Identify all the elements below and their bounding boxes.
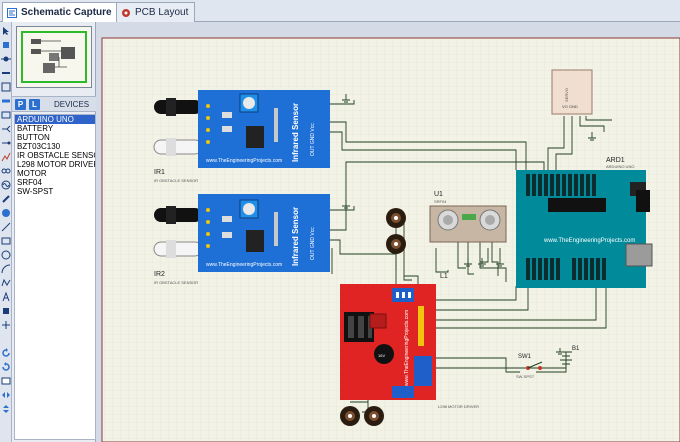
list-item[interactable]: BATTERY: [17, 124, 54, 133]
tab-label: Schematic Capture: [21, 7, 112, 18]
svg-text:SERVO: SERVO: [564, 88, 569, 102]
list-item[interactable]: MOTOR: [17, 169, 47, 178]
u1-sub: SRF04: [434, 199, 447, 204]
svg-text:www.TheEngineeringProjects.com: www.TheEngineeringProjects.com: [404, 310, 410, 386]
devices-list[interactable]: ARDUINO UNO BATTERY BUTTON BZT03C130 IR …: [14, 114, 96, 440]
ultrasonic-sensor-u1[interactable]: U1 SRF04: [429, 191, 507, 243]
switch-sw1[interactable]: SW1 SW-SPST: [516, 354, 543, 379]
component-icon[interactable]: [1, 40, 11, 50]
ir-obstacle-sensor-ir1[interactable]: Infrared Sensor OUT GND Vcc www.TheEngin…: [153, 90, 330, 183]
graph-icon[interactable]: [1, 152, 11, 162]
ir2-sub: IR OBSTACLE SENSOR: [154, 280, 198, 285]
motor-bottom-2[interactable]: [364, 406, 384, 426]
list-item[interactable]: ARDUINO UNO: [15, 115, 95, 124]
list-item[interactable]: L298 MOTOR DRIVER: [17, 160, 95, 169]
wire-label-icon[interactable]: [1, 68, 11, 78]
schematic-canvas[interactable]: Infrared Sensor OUT GND Vcc www.TheEngin…: [96, 22, 680, 442]
battery-b1[interactable]: B1: [560, 346, 580, 365]
devices-header: P L DEVICES: [12, 96, 96, 112]
devices-title: DEVICES: [54, 99, 90, 109]
box-draw-icon[interactable]: [1, 236, 11, 246]
angle-icon[interactable]: [1, 376, 11, 386]
ir-obstacle-sensor-ir2[interactable]: Infrared Sensor OUT GND Vcc www.TheEngin…: [153, 194, 330, 285]
motor-bottom-1[interactable]: [340, 406, 360, 426]
mirror-x-icon[interactable]: [1, 390, 11, 400]
sw1-sub: SW-SPST: [516, 374, 535, 379]
overview-viewport-frame[interactable]: [21, 31, 87, 83]
list-item[interactable]: BUTTON: [17, 133, 50, 142]
ard-sub: ARDUINO UNO: [606, 164, 634, 169]
probe-icon[interactable]: [1, 194, 11, 204]
motor-top-2[interactable]: [386, 234, 406, 254]
overview-thumbnail: [31, 39, 75, 73]
symbol-icon[interactable]: [1, 306, 11, 316]
list-item[interactable]: BZT03C130: [17, 142, 61, 151]
generator-icon[interactable]: [1, 180, 11, 190]
tab-schematic-capture[interactable]: Schematic Capture ×: [2, 2, 135, 22]
schematic-icon: [7, 7, 17, 18]
tab-pcb-layout[interactable]: PCB Layout: [116, 2, 196, 22]
ir2-site-text: www.TheEngineeringProjects.com: [206, 262, 282, 268]
list-item[interactable]: SRF04: [17, 178, 42, 187]
l1-ref: L1: [440, 273, 448, 280]
rotate-ccw-icon[interactable]: [1, 362, 11, 372]
ground-symbols: [342, 94, 596, 355]
ir2-board-text: Infrared Sensor: [291, 207, 300, 266]
svg-text:16V: 16V: [378, 353, 385, 358]
l1-sub: L298 MOTOR DRIVER: [438, 404, 479, 409]
circle-draw-icon[interactable]: [1, 250, 11, 260]
text-tool-icon[interactable]: [1, 292, 11, 302]
junction-icon[interactable]: [1, 54, 11, 64]
ard-site-text: www.TheEngineeringProjects.com: [543, 238, 635, 244]
ir1-board-text: Infrared Sensor: [291, 103, 300, 162]
svg-text:OUT GND Vcc: OUT GND Vcc: [310, 123, 316, 156]
pin-icon[interactable]: [1, 138, 11, 148]
ir1-site-text: www.TheEngineeringProjects.com: [206, 158, 282, 164]
sw1-ref: SW1: [518, 354, 532, 360]
bus-icon[interactable]: [1, 96, 11, 106]
arc-draw-icon[interactable]: [1, 264, 11, 274]
l298-motor-driver-l1[interactable]: 16V www.TheEngineeringProjects.com L1 L2…: [340, 273, 479, 409]
select-arrow-icon[interactable]: [1, 26, 11, 36]
ir1-ref: IR1: [154, 169, 165, 176]
tool-strip: [0, 22, 12, 442]
object-selector-panel: P L DEVICES ARDUINO UNO BATTERY BUTTON B…: [12, 22, 96, 442]
list-item[interactable]: IR OBSTACLE SENSOR: [17, 151, 95, 160]
u1-ref: U1: [434, 191, 443, 198]
list-item[interactable]: SW-SPST: [17, 187, 54, 196]
ir2-ref: IR2: [154, 271, 165, 278]
text-script-icon[interactable]: [1, 82, 11, 92]
terminal-icon[interactable]: [1, 124, 11, 134]
path-draw-icon[interactable]: [1, 278, 11, 288]
pcb-icon: [122, 8, 130, 17]
arduino-uno-ard1[interactable]: www.TheEngineeringProjects.com ARD1 ARDU…: [516, 157, 653, 288]
svg-text:OUT GND Vcc: OUT GND Vcc: [310, 227, 316, 260]
pick-devices-button[interactable]: P: [15, 98, 26, 110]
tab-label: PCB Layout: [135, 7, 189, 18]
instrument-icon[interactable]: [1, 208, 11, 218]
ard-ref: ARD1: [606, 157, 625, 164]
b1-ref: B1: [572, 346, 580, 352]
mirror-y-icon[interactable]: [1, 404, 11, 414]
ir1-sub: IR OBSTACLE SENSOR: [154, 178, 198, 183]
schematic-sheet[interactable]: Infrared Sensor OUT GND Vcc www.TheEngin…: [96, 22, 680, 442]
tape-icon[interactable]: [1, 166, 11, 176]
line-draw-icon[interactable]: [1, 222, 11, 232]
zener-bzt03c130[interactable]: SERVO VO GND: [551, 69, 593, 115]
svg-text:VO GND: VO GND: [562, 104, 578, 109]
document-tab-bar: Schematic Capture × PCB Layout: [0, 0, 680, 22]
marker-icon[interactable]: [1, 320, 11, 330]
overview-window[interactable]: [16, 26, 92, 88]
motor-top-1[interactable]: [386, 208, 406, 228]
subcircuit-icon[interactable]: [1, 110, 11, 120]
library-manager-button[interactable]: L: [29, 98, 40, 110]
rotate-cw-icon[interactable]: [1, 348, 11, 358]
